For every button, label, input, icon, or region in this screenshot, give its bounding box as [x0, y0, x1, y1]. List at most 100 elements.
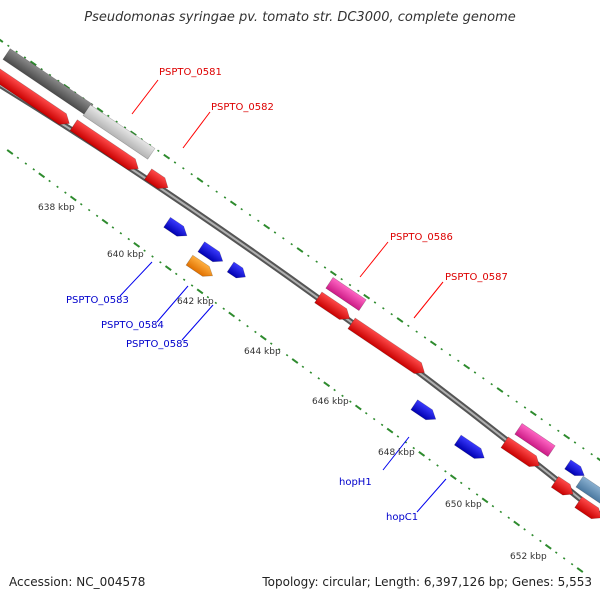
major-tick — [29, 60, 37, 67]
gene-feature-red[interactable] — [574, 496, 600, 523]
minor-tick — [215, 190, 218, 193]
gene-feature-red[interactable] — [347, 317, 428, 378]
gene-features[interactable] — [0, 48, 600, 524]
minor-tick — [16, 156, 20, 160]
major-tick — [544, 543, 552, 550]
gene-label[interactable]: hopC1 — [386, 512, 418, 523]
gene-feature-red[interactable] — [69, 119, 142, 174]
minor-tick — [257, 219, 260, 223]
minor-tick — [396, 435, 400, 438]
major-tick — [259, 334, 267, 341]
major-tick — [263, 223, 271, 230]
minor-tick — [173, 161, 177, 164]
minor-tick — [412, 446, 416, 450]
minor-tick — [357, 289, 360, 293]
gene-feature-grey[interactable] — [82, 104, 156, 160]
gene-feature-blue[interactable] — [226, 261, 249, 282]
leader-line — [131, 79, 159, 115]
gene-feature-red[interactable] — [500, 436, 543, 471]
minor-tick — [107, 114, 110, 118]
major-tick — [96, 107, 104, 113]
minor-tick — [507, 394, 510, 398]
minor-tick — [309, 371, 313, 374]
gene-feature-orange[interactable] — [185, 254, 216, 281]
gene-feature-blue[interactable] — [564, 459, 588, 480]
gene-feature-red[interactable] — [550, 476, 577, 499]
leader-line — [416, 478, 447, 513]
minor-tick — [554, 551, 558, 554]
major-tick — [529, 410, 537, 417]
minor-tick — [214, 301, 218, 305]
gene-feature-red[interactable] — [314, 291, 354, 324]
minor-tick — [238, 319, 241, 322]
leader-line — [413, 281, 444, 319]
minor-tick — [390, 312, 393, 316]
minor-tick — [273, 231, 277, 234]
gene-feature-pink[interactable] — [325, 277, 367, 311]
minor-tick — [515, 400, 518, 403]
gene-feature-pink[interactable] — [514, 423, 556, 457]
minor-tick — [573, 441, 577, 444]
major-tick — [196, 288, 204, 295]
gene-label[interactable]: hopH1 — [339, 477, 372, 488]
minor-tick — [341, 394, 344, 398]
minor-tick — [56, 185, 59, 189]
minor-tick — [423, 336, 427, 339]
gene-label[interactable]: PSPTO_0583 — [66, 295, 129, 306]
minor-tick — [151, 255, 154, 258]
gene-feature-red[interactable] — [144, 168, 171, 193]
minor-tick — [557, 429, 560, 433]
minor-tick — [40, 67, 43, 71]
gene-label[interactable]: PSPTO_0584 — [101, 320, 164, 331]
major-tick — [323, 381, 331, 388]
gene-feature-blue[interactable] — [453, 434, 487, 463]
minor-tick — [32, 168, 36, 171]
minor-tick — [440, 347, 443, 351]
minor-tick — [159, 261, 162, 264]
minor-tick — [246, 324, 249, 328]
major-tick — [496, 387, 504, 393]
minor-tick — [174, 272, 178, 276]
scale-labels: 638 kbp 640 kbp 642 kbp 644 kbp 646 kbp … — [38, 203, 547, 562]
minor-tick — [301, 365, 305, 369]
minor-tick — [140, 137, 143, 141]
major-tick — [429, 340, 437, 347]
minor-tick — [148, 143, 152, 147]
minor-tick — [182, 278, 186, 281]
gene-label[interactable]: PSPTO_0581 — [159, 67, 222, 78]
gene-label[interactable]: PSPTO_0582 — [211, 102, 274, 113]
gene-feature-blue[interactable] — [197, 241, 226, 266]
minor-tick — [323, 266, 327, 269]
leader-line — [119, 261, 153, 297]
minor-tick — [467, 487, 471, 490]
minor-tick — [499, 510, 503, 514]
gene-label[interactable]: PSPTO_0586 — [390, 232, 453, 243]
minor-tick — [349, 400, 352, 403]
minor-tick — [48, 179, 51, 183]
scale-label: 648 kbp — [378, 448, 415, 458]
gene-label[interactable]: PSPTO_0587 — [445, 272, 508, 283]
page-title: Pseudomonas syringae pv. tomato str. DC3… — [84, 10, 516, 25]
minor-tick — [127, 237, 131, 241]
minor-tick — [24, 162, 28, 165]
minor-tick — [254, 330, 257, 334]
gene-feature-red[interactable] — [0, 64, 73, 129]
gene-label[interactable]: PSPTO_0585 — [126, 339, 189, 350]
major-tick — [69, 195, 77, 202]
minor-tick — [590, 452, 593, 456]
minor-tick — [7, 44, 10, 48]
gene-labels[interactable]: PSPTO_0581 PSPTO_0582 PSPTO_0583 PSPTO_0… — [66, 67, 508, 523]
major-tick — [449, 474, 457, 480]
major-tick — [133, 242, 141, 248]
minor-tick — [523, 406, 527, 409]
minor-tick — [57, 79, 60, 83]
major-tick — [163, 153, 171, 160]
gene-feature-blue[interactable] — [163, 216, 191, 240]
major-tick — [363, 293, 371, 300]
minor-tick — [115, 120, 118, 123]
minor-tick — [444, 470, 447, 473]
major-tick — [63, 83, 71, 90]
gene-feature-blue[interactable] — [410, 399, 439, 424]
minor-tick — [372, 417, 376, 421]
